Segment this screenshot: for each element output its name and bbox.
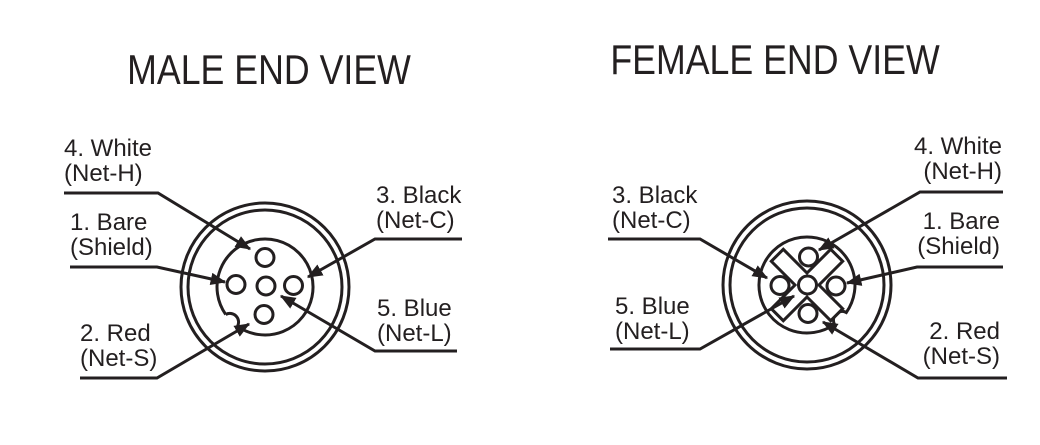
female-pin-4 [798, 246, 819, 268]
male-label-pin5-line1: 5. Blue [377, 295, 452, 322]
female-leader-pin1 [845, 265, 1003, 286]
female-insert-circle-with-notch [757, 235, 857, 335]
female-leader-pin2 [821, 320, 1007, 380]
male-connector-drawing [179, 201, 351, 373]
male-label-pin1-line2: (Shield) [70, 234, 153, 261]
female-label-pin5-blue: 5. Blue (Net-L) [615, 294, 690, 344]
female-view-title: FEMALE END VIEW [610, 36, 940, 83]
female-label-pin2-line1: 2. Red [929, 318, 1000, 345]
male-pin-4 [254, 247, 276, 268]
female-leader-pin5 [610, 294, 796, 351]
male-label-pin1-line1: 1. Bare [70, 209, 148, 236]
female-label-pin3-line2: (Net-C) [612, 207, 691, 234]
male-leader-pin1 [70, 265, 227, 286]
male-label-pin3-line1: 3. Black [376, 182, 462, 209]
male-label-pin2-line1: 2. Red [80, 320, 151, 347]
male-leader-pin4 [64, 191, 252, 251]
female-pin-2 [797, 303, 819, 324]
female-outer-ring [721, 199, 893, 371]
female-second-ring [728, 206, 886, 364]
female-label-pin4-line1: 4. White [913, 133, 1002, 160]
male-pin-5 [255, 275, 277, 297]
female-pin-1 [825, 275, 847, 297]
male-leader-pin2 [80, 322, 251, 380]
male-label-pin3-black: 3. Black (Net-C) [376, 183, 461, 233]
female-label-pin1-line1: 1. Bare [922, 208, 1000, 235]
female-label-pin2-red: 2. Red (Net-S) [845, 319, 1000, 369]
female-label-pin1-line2: (Shield) [917, 233, 1000, 260]
female-leader-pin3 [608, 237, 769, 280]
female-label-pin2-line2: (Net-S) [922, 343, 1000, 370]
male-label-pin2-line2: (Net-S) [80, 345, 158, 372]
male-label-pin4-white: 4. White (Net-H) [64, 136, 152, 186]
male-label-pin4-line2: (Net-H) [64, 160, 143, 187]
male-label-pin3-line2: (Net-C) [376, 207, 455, 234]
male-leader-pin5 [279, 294, 457, 353]
male-pin-2 [253, 304, 275, 325]
male-second-ring [186, 208, 344, 366]
female-label-pin3-black: 3. Black (Net-C) [612, 183, 697, 233]
male-label-pin5-blue: 5. Blue (Net-L) [377, 296, 452, 346]
male-pin-1 [225, 274, 247, 295]
male-label-pin2-red: 2. Red (Net-S) [80, 321, 157, 371]
male-label-pin4-line1: 4. White [64, 135, 153, 162]
male-outer-ring [179, 201, 351, 373]
female-label-pin3-line1: 3. Black [612, 182, 698, 209]
female-leader-pin4 [817, 190, 1003, 252]
male-leader-pin3 [306, 237, 462, 279]
female-label-pin5-line1: 5. Blue [615, 293, 690, 320]
male-label-pin5-line2: (Net-L) [377, 320, 452, 347]
male-leader-lines [64, 191, 462, 380]
male-view-title: MALE END VIEW [127, 46, 411, 93]
female-label-pin4-white: 4. White (Net-H) [847, 134, 1002, 184]
male-label-pin1-bare: 1. Bare (Shield) [70, 210, 153, 260]
female-pin-3 [769, 275, 791, 296]
female-label-pin5-line2: (Net-L) [615, 318, 690, 345]
female-pin-5 [797, 274, 818, 296]
female-label-pin4-line2: (Net-H) [923, 158, 1002, 185]
female-leader-lines [608, 190, 1007, 380]
female-label-pin1-bare: 1. Bare (Shield) [845, 209, 1000, 259]
male-pin-3 [283, 275, 304, 296]
